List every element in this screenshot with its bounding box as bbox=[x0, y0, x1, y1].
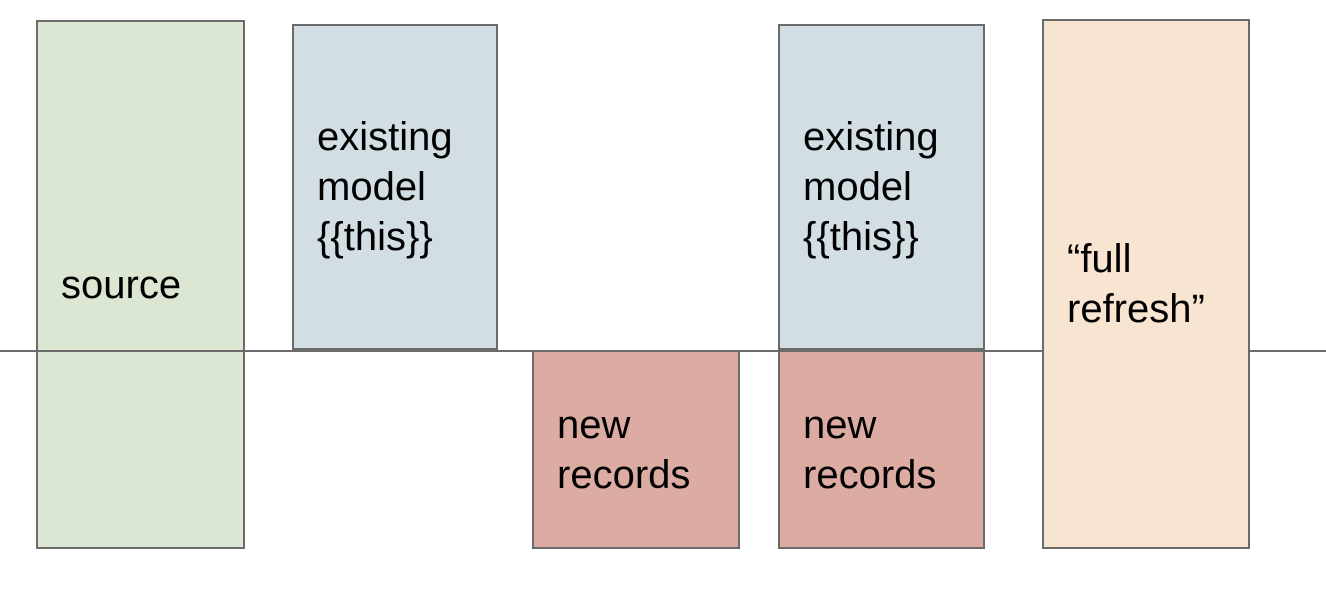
new-records-box-1: new records bbox=[532, 350, 740, 549]
source-box-label: source bbox=[61, 262, 182, 307]
existing-model-box-2-label: existing model {{this}} bbox=[803, 115, 939, 259]
existing-model-box-2: existing model {{this}} bbox=[778, 24, 985, 350]
new-records-box-2-label: new records bbox=[803, 402, 937, 497]
source-box: source bbox=[36, 20, 245, 549]
existing-model-box-1: existing model {{this}} bbox=[292, 24, 498, 350]
full-refresh-box: “full refresh” bbox=[1042, 19, 1250, 549]
existing-model-box-1-label: existing model {{this}} bbox=[317, 115, 453, 259]
new-records-box-1-label: new records bbox=[557, 402, 691, 497]
full-refresh-box-label: “full refresh” bbox=[1067, 237, 1205, 331]
new-records-box-2: new records bbox=[778, 350, 985, 549]
